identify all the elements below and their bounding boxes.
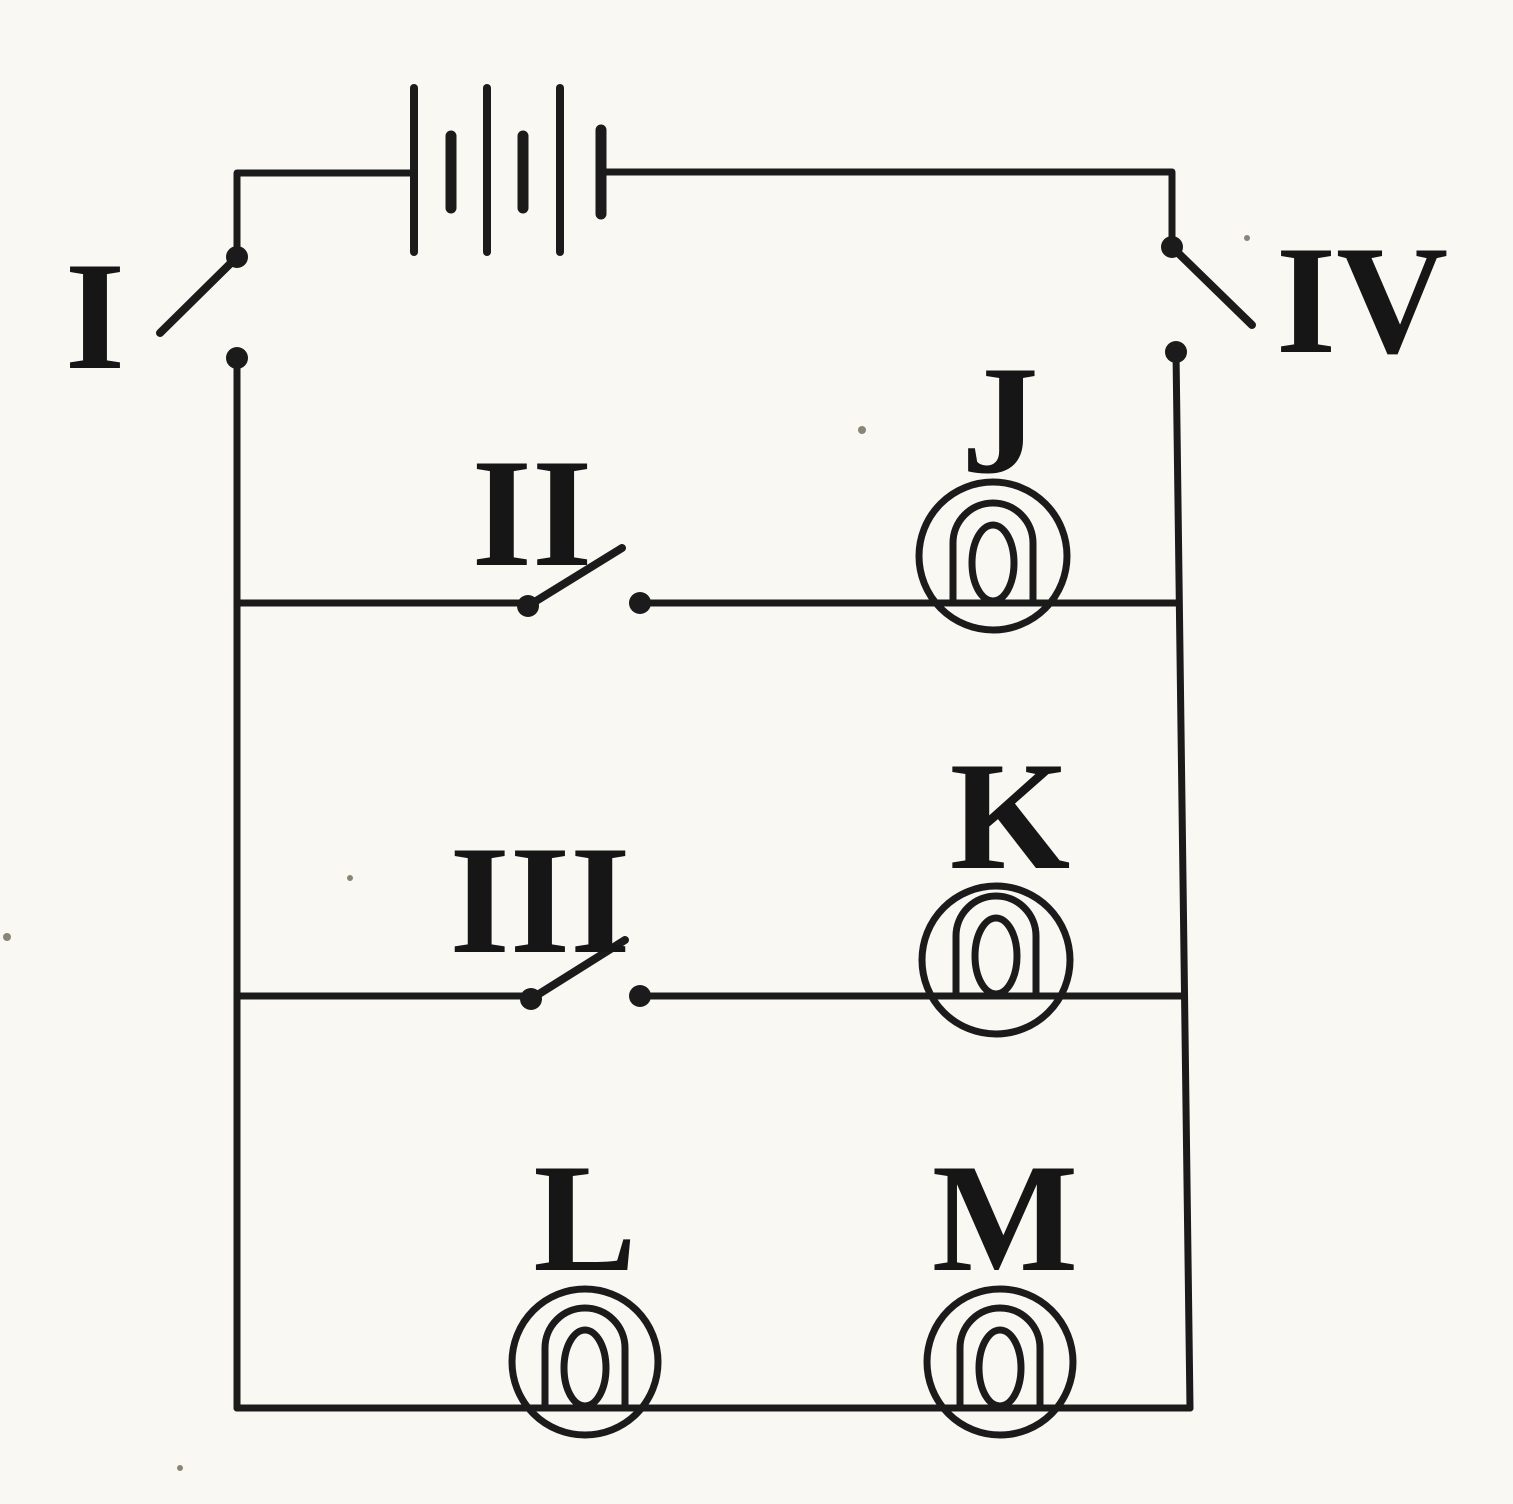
rails (233, 348, 1194, 1412)
switch-I-blade (156, 253, 241, 337)
main-loop-wires (233, 168, 1176, 259)
scan-specks (3, 235, 1250, 1471)
branch-1 (233, 478, 1183, 634)
bulb-J (915, 478, 1071, 634)
label-bulb-M: M (932, 1132, 1078, 1304)
label-switch-I: I (65, 230, 125, 402)
label-switch-II: II (472, 427, 593, 599)
switch-III-blade (527, 936, 629, 1003)
branch-3 (233, 1285, 1194, 1439)
bulb-L (508, 1285, 662, 1439)
switch-IV (1161, 236, 1256, 363)
bulb-M (923, 1285, 1077, 1439)
switch-IV-blade (1168, 243, 1256, 329)
wire-battery-to-switch-I (233, 169, 418, 259)
label-bulb-L: L (533, 1132, 636, 1304)
wire-battery-to-switch-IV (597, 168, 1176, 249)
label-switch-III: III (450, 814, 631, 986)
label-bulb-K: K (950, 730, 1071, 902)
right-rail (1172, 348, 1194, 1412)
label-bulb-J: J (961, 334, 1039, 506)
labels: I II III IV J K L M (65, 214, 1448, 1304)
bulb-K (918, 882, 1074, 1038)
switch-II-blade (524, 544, 626, 610)
label-switch-IV: IV (1276, 214, 1448, 386)
branch-2 (233, 882, 1187, 1038)
switch-I (156, 246, 248, 369)
battery (410, 84, 607, 256)
